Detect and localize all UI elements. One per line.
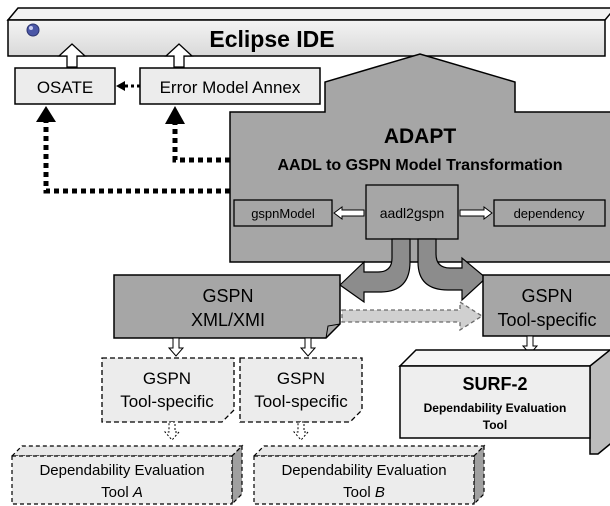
xml-to-tool-b-arrow bbox=[299, 337, 317, 357]
dependency-label: dependency bbox=[514, 206, 585, 221]
tool-a-line1: Dependability Evaluation bbox=[39, 462, 204, 479]
eclipse-ide-bar: Eclipse IDE bbox=[6, 7, 610, 57]
surf2-box: SURF-2 Dependability Evaluation Tool bbox=[398, 349, 610, 455]
gspn-tool-specific-a-line1: GSPN bbox=[143, 369, 191, 388]
gspn-xml-xmi-box: GSPN XML/XMI bbox=[113, 274, 341, 339]
osate-to-eclipse-arrow bbox=[57, 43, 87, 68]
gspn-tool-specific-right-line2: Tool-specific bbox=[497, 310, 596, 330]
gspn-tool-specific-b-box: GSPN Tool-specific bbox=[239, 357, 363, 423]
error-model-annex-label: Error Model Annex bbox=[160, 78, 301, 97]
gspn-tool-specific-b-line1: GSPN bbox=[277, 369, 325, 388]
aadl2gspn-label: aadl2gspn bbox=[380, 205, 445, 221]
gspn-tool-specific-b-line2: Tool-specific bbox=[254, 392, 348, 411]
adapt-title: ADAPT bbox=[384, 125, 457, 148]
surf2-title: SURF-2 bbox=[462, 374, 527, 394]
gspn-tool-specific-right-line1: GSPN bbox=[521, 286, 572, 306]
tool-a-box: Dependability Evaluation Tool A bbox=[10, 444, 244, 506]
gspnmodel-module: gspnModel bbox=[233, 199, 333, 227]
tool-specific-a-to-tool-a-arrow bbox=[163, 421, 181, 441]
gspn-tool-specific-right-box: GSPN Tool-specific bbox=[482, 274, 610, 337]
annex-to-osate-dotted-arrow bbox=[116, 81, 140, 91]
aadl2gspn-module: aadl2gspn bbox=[365, 184, 459, 240]
adapt-to-osate-dotted-arrow bbox=[36, 106, 230, 194]
eclipse-ide-label: Eclipse IDE bbox=[209, 26, 334, 52]
osate-box: OSATE bbox=[14, 67, 116, 105]
adapt-to-annex-dotted-arrow bbox=[165, 106, 230, 163]
surf2-line1: Dependability Evaluation bbox=[424, 401, 567, 415]
xml-to-tool-specific-dashed-arrow bbox=[341, 300, 484, 332]
gspn-tool-specific-a-line2: Tool-specific bbox=[120, 392, 214, 411]
surf2-line2: Tool bbox=[483, 418, 507, 432]
xml-to-tool-a-arrow bbox=[167, 337, 185, 357]
annex-to-eclipse-arrow bbox=[164, 43, 194, 68]
adapt-subtitle: AADL to GSPN Model Transformation bbox=[277, 157, 562, 174]
gspn-tool-specific-a-box: GSPN Tool-specific bbox=[101, 357, 235, 423]
tool-b-line1: Dependability Evaluation bbox=[281, 462, 446, 479]
tool-a-line2: Tool A bbox=[101, 484, 143, 501]
gspnmodel-label: gspnModel bbox=[251, 206, 315, 221]
osate-label: OSATE bbox=[37, 78, 93, 97]
gspn-xml-line1: GSPN bbox=[202, 286, 253, 306]
dependency-module: dependency bbox=[493, 199, 606, 227]
tool-b-box: Dependability Evaluation Tool B bbox=[252, 444, 486, 506]
tool-b-line2: Tool B bbox=[343, 484, 385, 501]
eclipse-logo-icon bbox=[26, 23, 40, 37]
error-model-annex-box: Error Model Annex bbox=[139, 67, 321, 105]
adapt-to-gspn-tool-specific-arrow bbox=[417, 238, 487, 302]
aadl2gspn-to-dependency-arrow bbox=[459, 206, 493, 220]
adapt-to-gspn-xml-arrow bbox=[339, 238, 411, 304]
tool-specific-b-to-tool-b-arrow bbox=[292, 421, 310, 441]
gspn-xml-line2: XML/XMI bbox=[191, 310, 265, 330]
aadl2gspn-to-gspnmodel-arrow bbox=[333, 206, 365, 220]
